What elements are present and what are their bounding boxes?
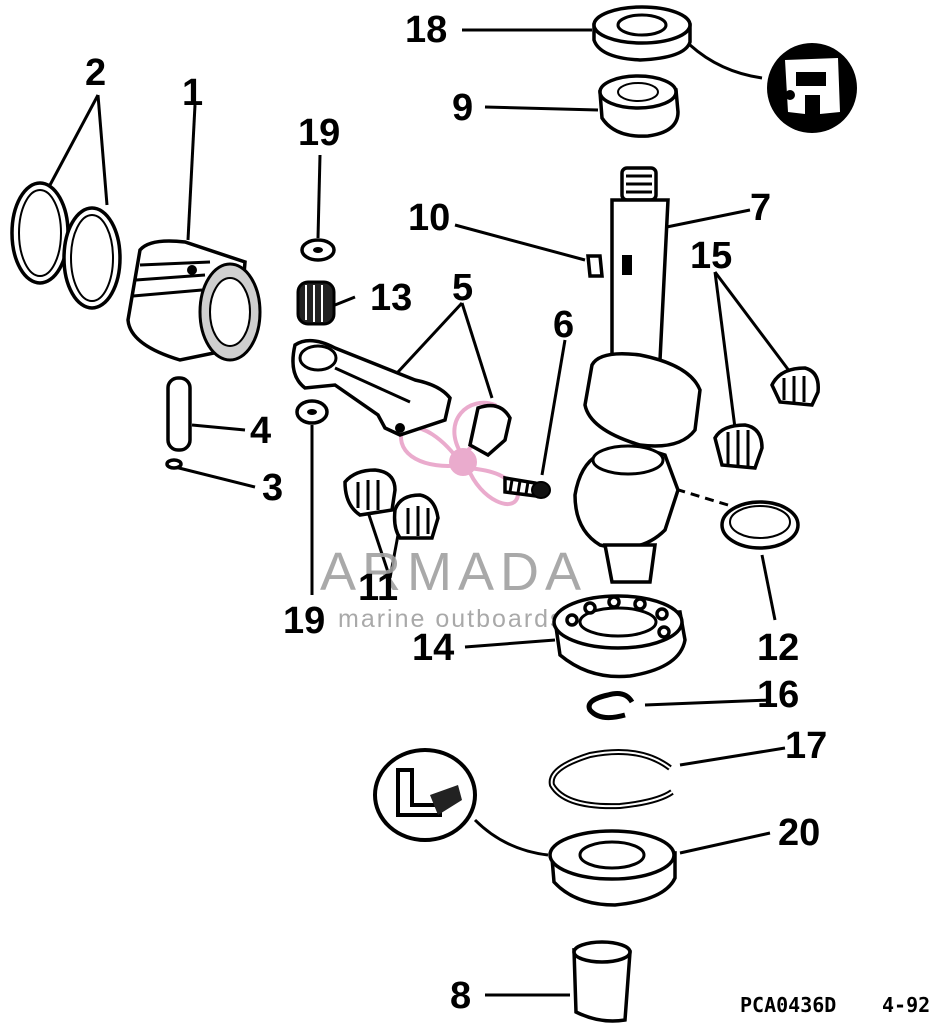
- callout-7: 7: [750, 187, 771, 229]
- callout-5: 5: [452, 267, 473, 309]
- callout-12: 12: [757, 627, 799, 669]
- callout-20: 20: [778, 812, 820, 854]
- piston: [126, 239, 262, 362]
- callout-2: 2: [85, 52, 106, 94]
- upper-bearing: [598, 74, 680, 138]
- watermark-tagline: marine outboards: [338, 605, 565, 633]
- callout-numbers: 1 2 3 4 5 6 7 8 9 10 11 12 13 14 15 16 1…: [85, 9, 827, 1017]
- callout-10: 10: [408, 197, 450, 239]
- bushing: [572, 940, 632, 1023]
- crankshaft: [573, 166, 702, 584]
- snap-ring-17: [548, 748, 674, 810]
- sealant-application-icon: [373, 748, 477, 842]
- callout-15: 15: [690, 235, 732, 277]
- drawing-date: 4-92: [882, 993, 930, 1017]
- sealant-tube-icon: [767, 43, 857, 133]
- wrist-pin: [166, 376, 192, 452]
- callout-16: 16: [757, 674, 799, 716]
- leader-lines: [48, 28, 792, 997]
- callout-18: 18: [405, 9, 447, 51]
- callout-13: 13: [370, 277, 412, 319]
- callout-19-lower: 19: [283, 600, 325, 642]
- piston-rings: [10, 181, 122, 310]
- retaining-ring-small: [165, 458, 183, 470]
- callout-14: 14: [412, 627, 454, 669]
- callout-9: 9: [452, 87, 473, 129]
- callout-4: 4: [250, 410, 271, 452]
- callout-6: 6: [553, 304, 574, 346]
- connecting-rod: [291, 338, 512, 458]
- woodruff-key: [586, 254, 604, 278]
- needle-bearing: [296, 280, 336, 326]
- callout-8: 8: [450, 975, 471, 1017]
- watermark-brand: ARMADA: [320, 542, 587, 602]
- callout-1: 1: [182, 72, 203, 114]
- main-bearing-halves: [713, 366, 820, 470]
- crankshaft-ring: [720, 500, 800, 550]
- upper-seal: [592, 5, 692, 62]
- lower-seal: [548, 829, 677, 907]
- rod-cap-screw: [503, 475, 551, 499]
- callout-17: 17: [785, 725, 827, 767]
- rod-bearing-cages: [343, 468, 440, 540]
- callout-11: 11: [358, 567, 398, 609]
- drawing-code: PCA0436D: [740, 993, 836, 1017]
- callout-3: 3: [262, 467, 283, 509]
- callout-19: 19: [298, 112, 340, 154]
- lower-ball-bearing: [552, 594, 687, 679]
- retaining-ring-16: [586, 691, 635, 721]
